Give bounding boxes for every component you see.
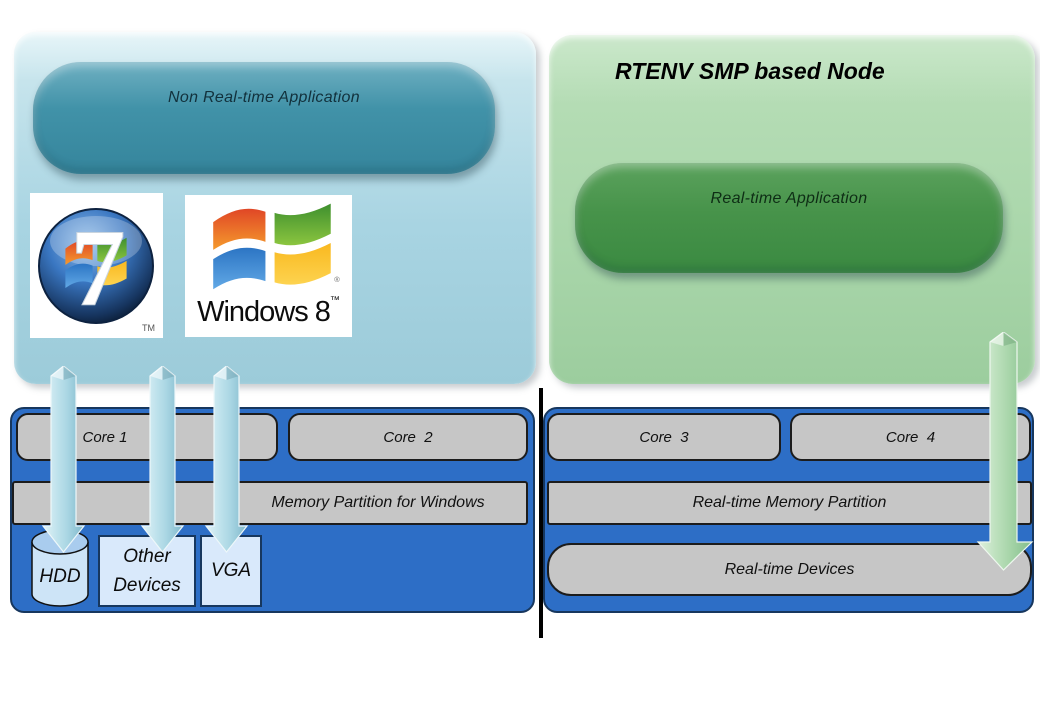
core3-label: Core 3 — [639, 428, 689, 446]
windows-8-flag-icon: ® — [212, 203, 340, 290]
other-devices-label-line1: Other — [123, 545, 171, 567]
windows-8-label: Windows 8™ — [197, 295, 340, 328]
vga-box: VGA — [200, 535, 262, 607]
realtime-application-label: Real-time Application — [710, 190, 868, 207]
windows-8-tm: ™ — [329, 295, 340, 306]
realtime-memory-partition-label: Real-time Memory Partition — [692, 494, 887, 511]
windows-7-tm: TM — [142, 323, 155, 333]
non-realtime-node-panel: Non Real-time Application — [14, 32, 536, 384]
core4-box: Core 4 — [790, 413, 1031, 461]
windows-7-logo-icon: 7 TM — [30, 193, 163, 338]
non-realtime-application-label: Non Real-time Application — [168, 89, 360, 106]
windows-8-registered-mark: ® — [334, 275, 340, 284]
rtenv-node-panel: RTENV SMP based Node Real-time Applicati… — [549, 35, 1035, 384]
realtime-devices-box: Real-time Devices — [547, 543, 1032, 596]
other-devices-label-line2: Devices — [113, 575, 181, 596]
windows-7-orb-icon: 7 TM — [38, 207, 155, 333]
partition-divider-line — [539, 388, 543, 638]
memory-partition-windows-box: Memory Partition for Windows — [12, 481, 528, 525]
non-realtime-application-box: Non Real-time Application — [33, 62, 495, 174]
realtime-memory-partition-box: Real-time Memory Partition — [547, 481, 1032, 525]
core1-label: Core 1 — [82, 428, 128, 446]
hardware-panel-windows: Core 1 Core 2 Memory Partition for Windo… — [10, 407, 535, 613]
core3-box: Core 3 — [547, 413, 781, 461]
windows-8-logo-icon: ® Windows 8™ — [185, 195, 352, 337]
hdd-label: HDD — [39, 566, 81, 587]
windows-7-numeral: 7 — [71, 207, 126, 329]
hdd-device: HDD — [30, 528, 90, 609]
windows-flag-icon — [65, 237, 127, 289]
hardware-panel-realtime: Core 3 Core 4 Real-time Memory Partition… — [543, 407, 1034, 613]
other-devices-box: Other Devices — [98, 535, 196, 607]
vga-label: VGA — [210, 560, 252, 582]
node-title: RTENV SMP based Node — [615, 58, 885, 84]
realtime-devices-label: Real-time Devices — [724, 560, 855, 578]
core4-label: Core 4 — [885, 428, 936, 446]
core2-label: Core 2 — [383, 428, 433, 446]
core2-box: Core 2 — [288, 413, 528, 461]
memory-partition-windows-label: Memory Partition for Windows — [271, 494, 485, 511]
realtime-application-box: Real-time Application — [575, 163, 1003, 273]
core1-box: Core 1 — [16, 413, 278, 461]
